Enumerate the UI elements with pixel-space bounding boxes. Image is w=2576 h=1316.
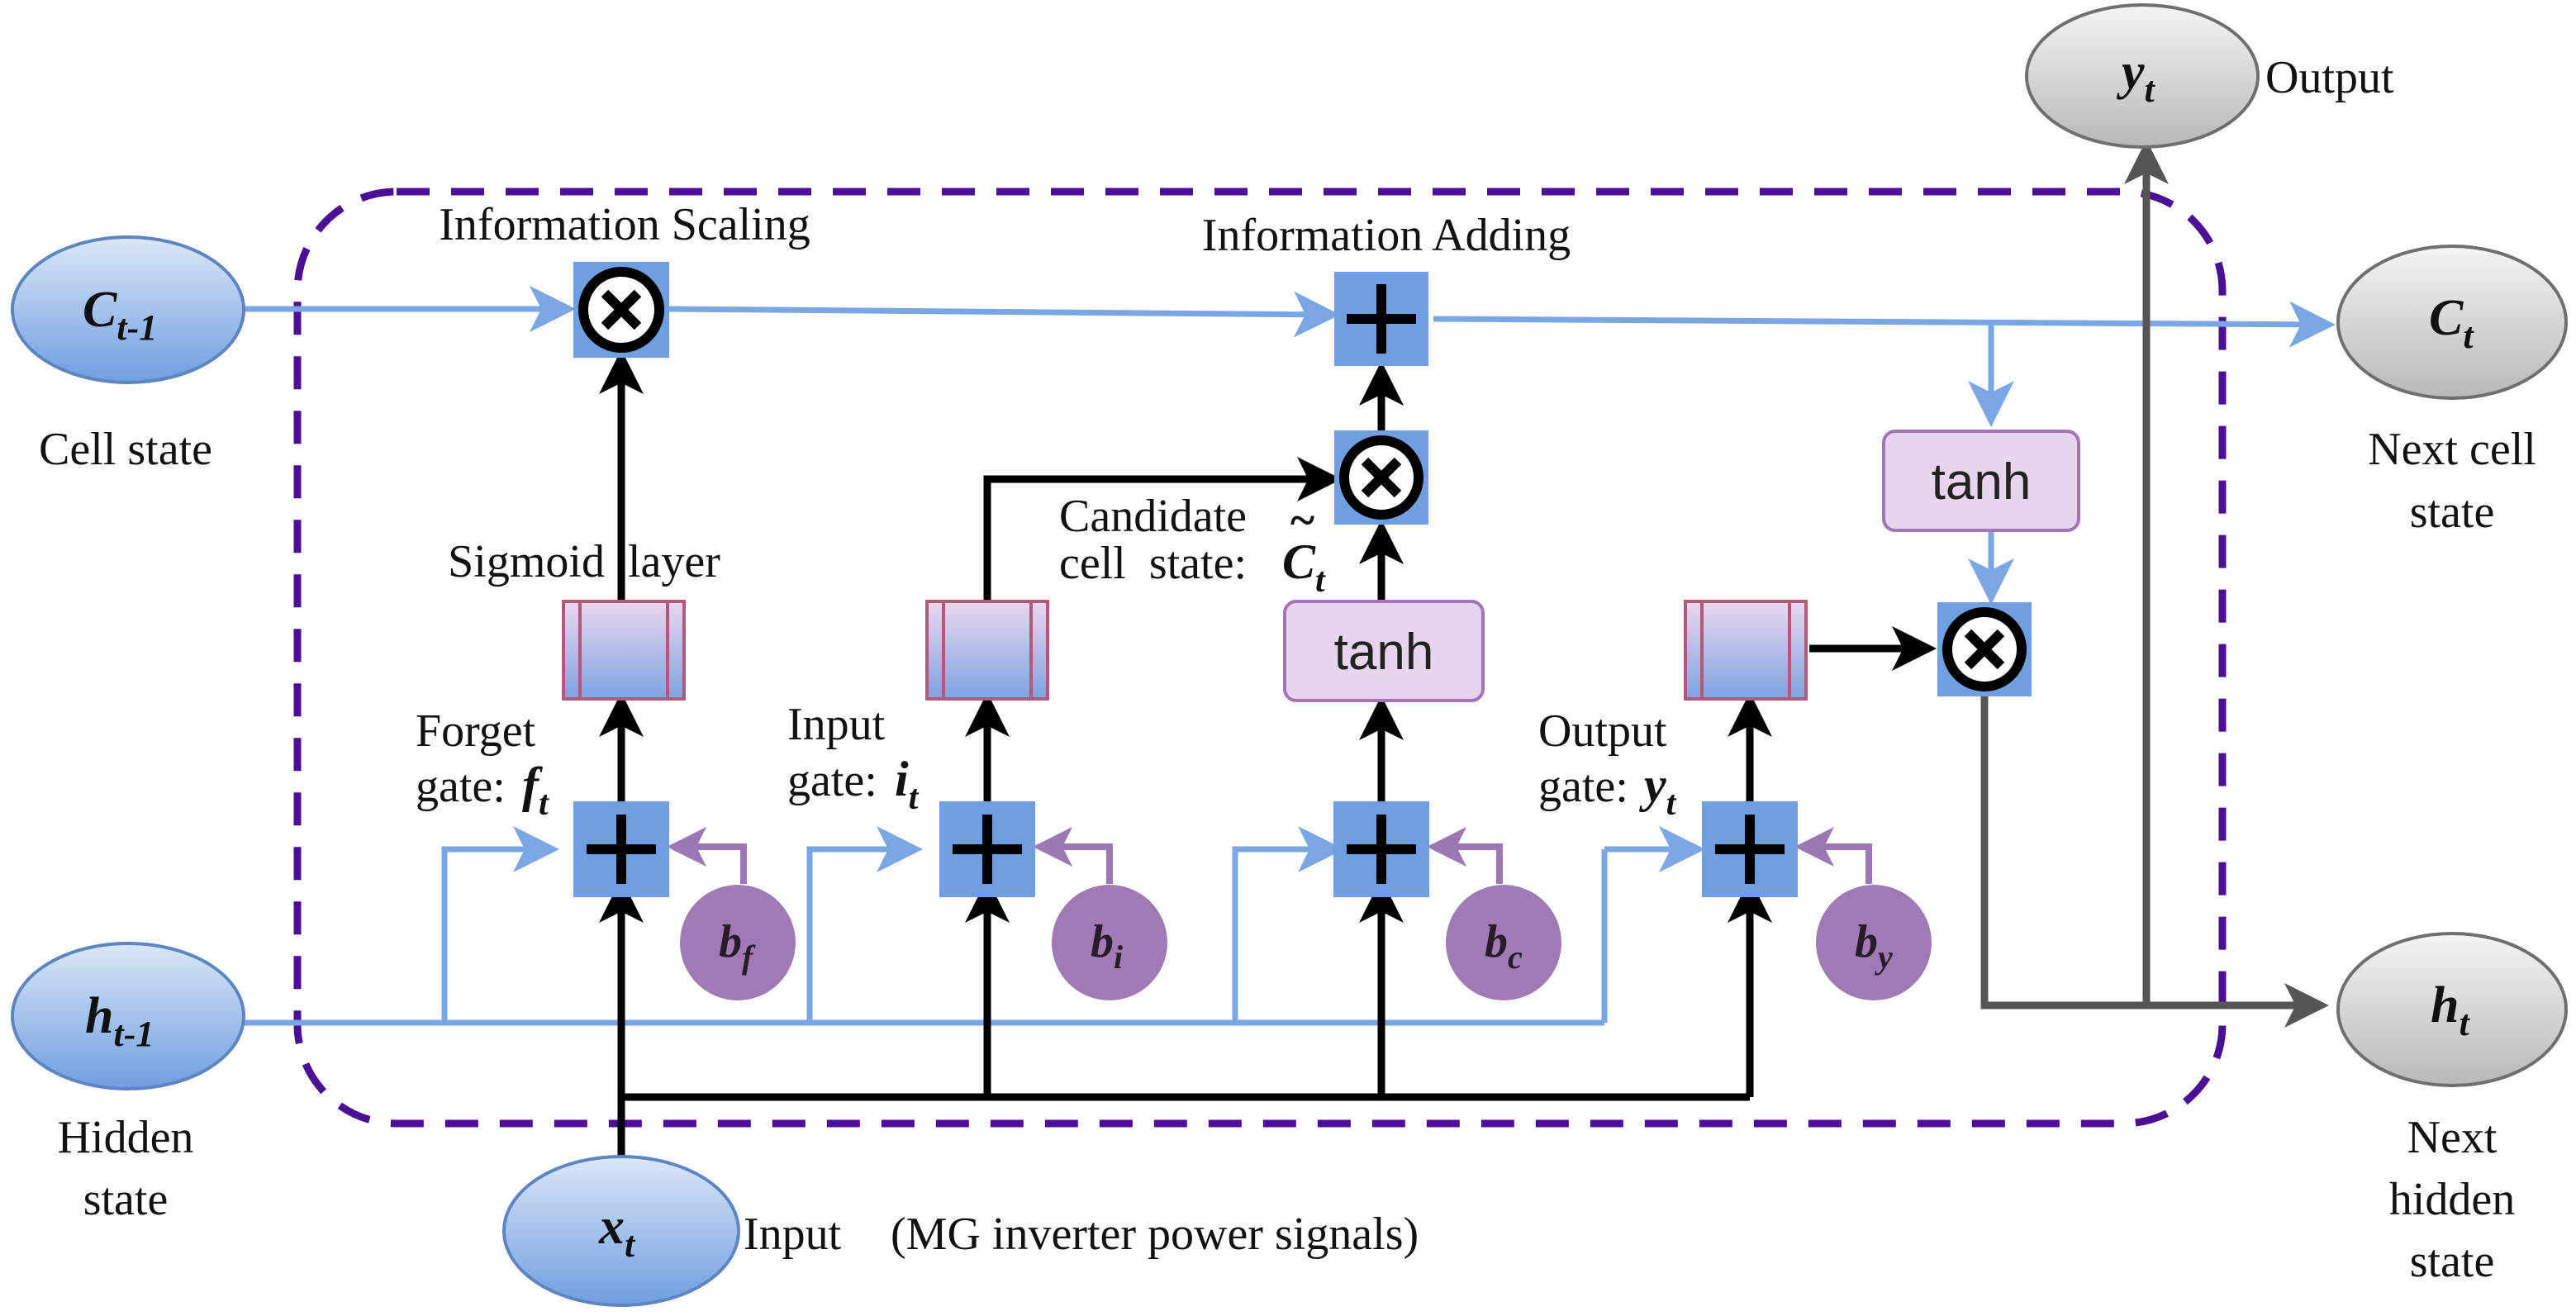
- node-x-t: xt: [502, 1155, 740, 1307]
- hidden-state-label-line2: state: [83, 1174, 169, 1225]
- lstm-cell-boundary: [293, 188, 2227, 1128]
- multiply-operator-candidate: [1334, 430, 1428, 525]
- gate-lines: [599, 349, 1937, 801]
- information-adding-label: Information Adding: [1202, 210, 1571, 261]
- candidate-label-line1: Candidate: [1059, 491, 1247, 542]
- node-y-t: yt: [2025, 3, 2260, 149]
- input-lines: [599, 878, 1772, 1173]
- tanh-box-cell: tanh: [1882, 430, 2080, 532]
- input-label: Input: [744, 1209, 842, 1260]
- output-lines: [1980, 140, 2329, 1028]
- svg-text:ht: ht: [2431, 977, 2470, 1043]
- bias-candidate: bc: [1446, 885, 1561, 1000]
- sigmoid-layer-label: Sigmoid layer: [448, 536, 720, 587]
- multiply-operator-output: [1937, 602, 2032, 696]
- sigmoid-layer-output: [1684, 600, 1808, 701]
- bias-lines: [667, 827, 1872, 884]
- next-hidden-label-line2: hidden: [2389, 1174, 2515, 1225]
- next-hidden-label-line1: Next: [2407, 1112, 2498, 1163]
- candidate-tilde: ~: [1289, 495, 1315, 546]
- svg-text:bf: bf: [719, 916, 756, 976]
- svg-text:Ct: Ct: [2429, 290, 2474, 356]
- add-operator-adding: [1334, 272, 1428, 366]
- next-cell-label-line2: state: [2410, 487, 2495, 538]
- candidate-label-line2: cell state:: [1059, 538, 1247, 589]
- output-label: Output: [2265, 52, 2394, 103]
- svg-text:bc: bc: [1485, 916, 1523, 976]
- output-gate-label-line2: gate:: [1538, 761, 1628, 812]
- svg-text:by: by: [1855, 916, 1893, 976]
- node-c-t: Ct: [2336, 245, 2568, 400]
- bias-output: by: [1816, 885, 1932, 1000]
- next-hidden-label-line3: state: [2410, 1236, 2495, 1287]
- tanh-box-candidate: tanh: [1283, 600, 1485, 702]
- input-gate-symbol: it: [895, 752, 920, 817]
- add-operator-candidate: [1333, 801, 1429, 897]
- candidate-symbol: Ct: [1282, 534, 1326, 600]
- output-gate-symbol: yt: [1639, 758, 1677, 823]
- sigmoid-layer-input: [925, 600, 1049, 701]
- forget-gate-label-line2: gate:: [416, 761, 506, 812]
- node-c-prev: Ct-1: [11, 235, 245, 384]
- forget-gate-symbol: ft: [522, 758, 549, 823]
- input-gate-label-line2: gate:: [787, 755, 877, 806]
- bias-input: bi: [1052, 885, 1167, 1000]
- tanh-label-cell: tanh: [1932, 454, 2032, 511]
- svg-text:bi: bi: [1091, 916, 1123, 976]
- svg-text:Ct-1: Ct-1: [83, 282, 157, 348]
- add-operator-output: [1702, 801, 1798, 897]
- cell-state-line: [244, 286, 2336, 605]
- svg-text:ht-1: ht-1: [85, 988, 154, 1054]
- output-gate-label-line1: Output: [1538, 706, 1667, 757]
- bias-forget: bf: [680, 885, 796, 1000]
- multiply-operator-scaling: [573, 262, 669, 358]
- sigmoid-layer-forget: [562, 600, 686, 701]
- next-cell-label-line1: Next cell: [2368, 424, 2536, 475]
- cell-state-label: Cell state: [39, 424, 212, 475]
- svg-text:xt: xt: [598, 1199, 636, 1265]
- information-scaling-label: Information Scaling: [439, 199, 810, 250]
- tanh-label-candidate: tanh: [1334, 624, 1434, 681]
- add-operator-forget: [573, 801, 669, 897]
- node-h-t: ht: [2336, 932, 2568, 1087]
- input-gate-label-line1: Input: [787, 699, 886, 750]
- hidden-state-label-line1: Hidden: [58, 1112, 194, 1163]
- node-h-prev: ht-1: [11, 942, 245, 1090]
- input-description: (MG inverter power signals): [891, 1209, 1419, 1260]
- add-operator-input: [939, 801, 1035, 897]
- forget-gate-label-line1: Forget: [416, 706, 536, 757]
